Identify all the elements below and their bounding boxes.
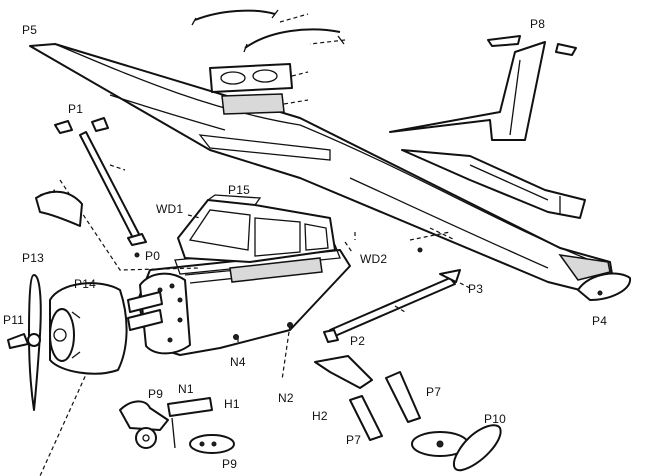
- main-gear: [314, 355, 502, 472]
- label-p0: P0: [145, 249, 161, 263]
- fuselage: [127, 244, 351, 356]
- fasteners: [134, 247, 423, 340]
- label-p15: P15: [228, 183, 250, 197]
- vertical-tail: [389, 35, 577, 141]
- label-p3: P3: [468, 282, 484, 296]
- cowling-panel: [35, 190, 83, 227]
- label-wd2: WD2: [360, 252, 388, 266]
- label-h2: H2: [312, 409, 328, 423]
- label-p8: P8: [530, 17, 546, 31]
- label-p5: P5: [22, 23, 38, 37]
- label-p14: P14: [74, 277, 96, 291]
- wing-strut-left: [54, 117, 147, 246]
- label-p11: P11: [3, 313, 25, 327]
- label-p1: P1: [68, 102, 84, 116]
- label-h1: H1: [224, 397, 240, 411]
- wing-top-panels: [191, 9, 346, 115]
- wing-strut-right: [323, 269, 471, 343]
- label-n4: N4: [230, 355, 246, 369]
- cabin-canopy: [177, 194, 353, 263]
- label-n1: N1: [178, 382, 194, 396]
- label-p4: P4: [592, 314, 608, 328]
- label-wd1: WD1: [156, 202, 184, 216]
- main-wing: [29, 43, 613, 291]
- label-p7-right: P7: [426, 385, 442, 399]
- wingtip-fairing: [577, 272, 632, 301]
- label-p9-top: P9: [148, 387, 164, 401]
- engine-cowl: [49, 282, 128, 375]
- horizontal-tail: [401, 149, 586, 219]
- label-n2: N2: [278, 391, 294, 405]
- label-p2: P2: [350, 334, 366, 348]
- nose-gear: [119, 397, 235, 454]
- label-p10: P10: [484, 412, 506, 426]
- label-p9-bottom: P9: [222, 457, 238, 471]
- propeller: [7, 274, 42, 411]
- label-p13: P13: [22, 251, 44, 265]
- label-p7-left: P7: [346, 433, 362, 447]
